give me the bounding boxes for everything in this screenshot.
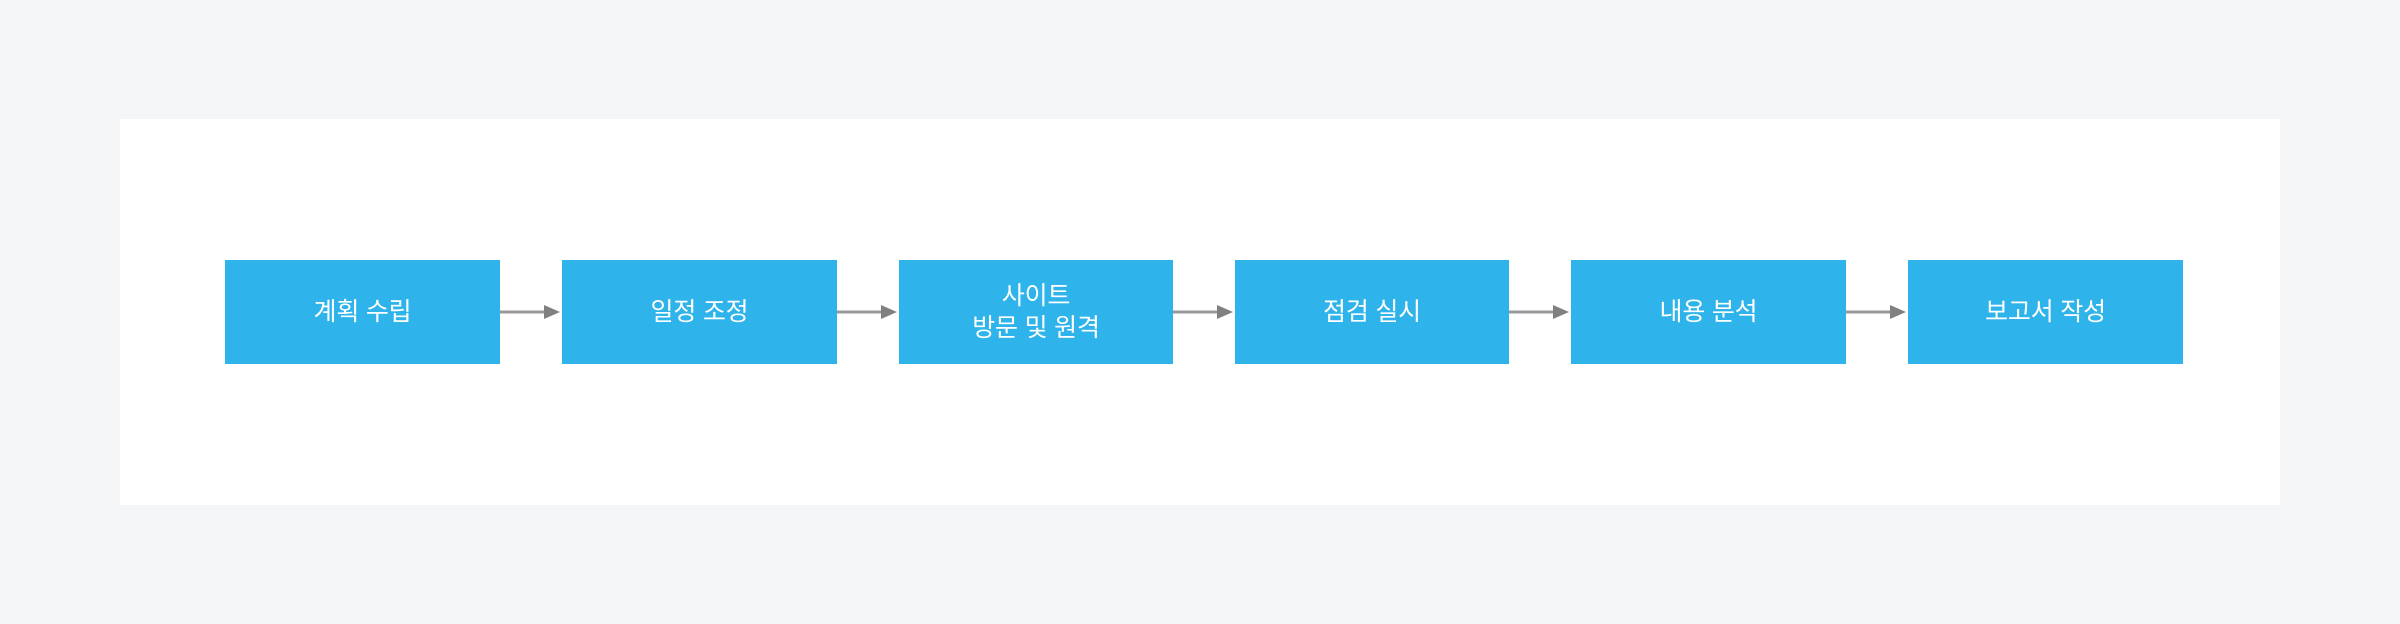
flow-node-label: 계획 수립 bbox=[313, 298, 412, 326]
flow-arrow-5-to-6 bbox=[1846, 260, 1908, 364]
flow-arrow-1-to-2 bbox=[500, 260, 562, 364]
flow-node-label: 점검 실시 bbox=[1323, 298, 1421, 326]
flow-node-label: 사이트 bbox=[1001, 282, 1071, 310]
flow-arrow-4-to-5 bbox=[1509, 260, 1571, 364]
flow-arrow-3-to-4 bbox=[1173, 260, 1235, 364]
flow-node-step-1[interactable]: 계획 수립 bbox=[225, 260, 500, 364]
flow-node-step-5[interactable]: 내용 분석 bbox=[1571, 260, 1846, 364]
flow-node-label: 보고서 작성 bbox=[1985, 298, 2106, 326]
flow-node-step-6[interactable]: 보고서 작성 bbox=[1908, 260, 2183, 364]
flow-node-step-2[interactable]: 일정 조정 bbox=[562, 260, 837, 364]
flow-node-label-line2: 방문 및 원격 bbox=[972, 314, 1100, 342]
diagram-canvas: 계획 수립 일정 조정 사이트 방문 및 원격 bbox=[120, 119, 2280, 505]
process-flow-diagram: 계획 수립 일정 조정 사이트 방문 및 원격 bbox=[225, 260, 2183, 364]
flow-arrow-2-to-3 bbox=[837, 260, 899, 364]
flow-node-step-3[interactable]: 사이트 방문 및 원격 bbox=[899, 260, 1173, 364]
flow-node-label: 내용 분석 bbox=[1659, 298, 1758, 326]
flow-node-step-4[interactable]: 점검 실시 bbox=[1235, 260, 1509, 364]
flow-node-label: 일정 조정 bbox=[650, 298, 749, 326]
